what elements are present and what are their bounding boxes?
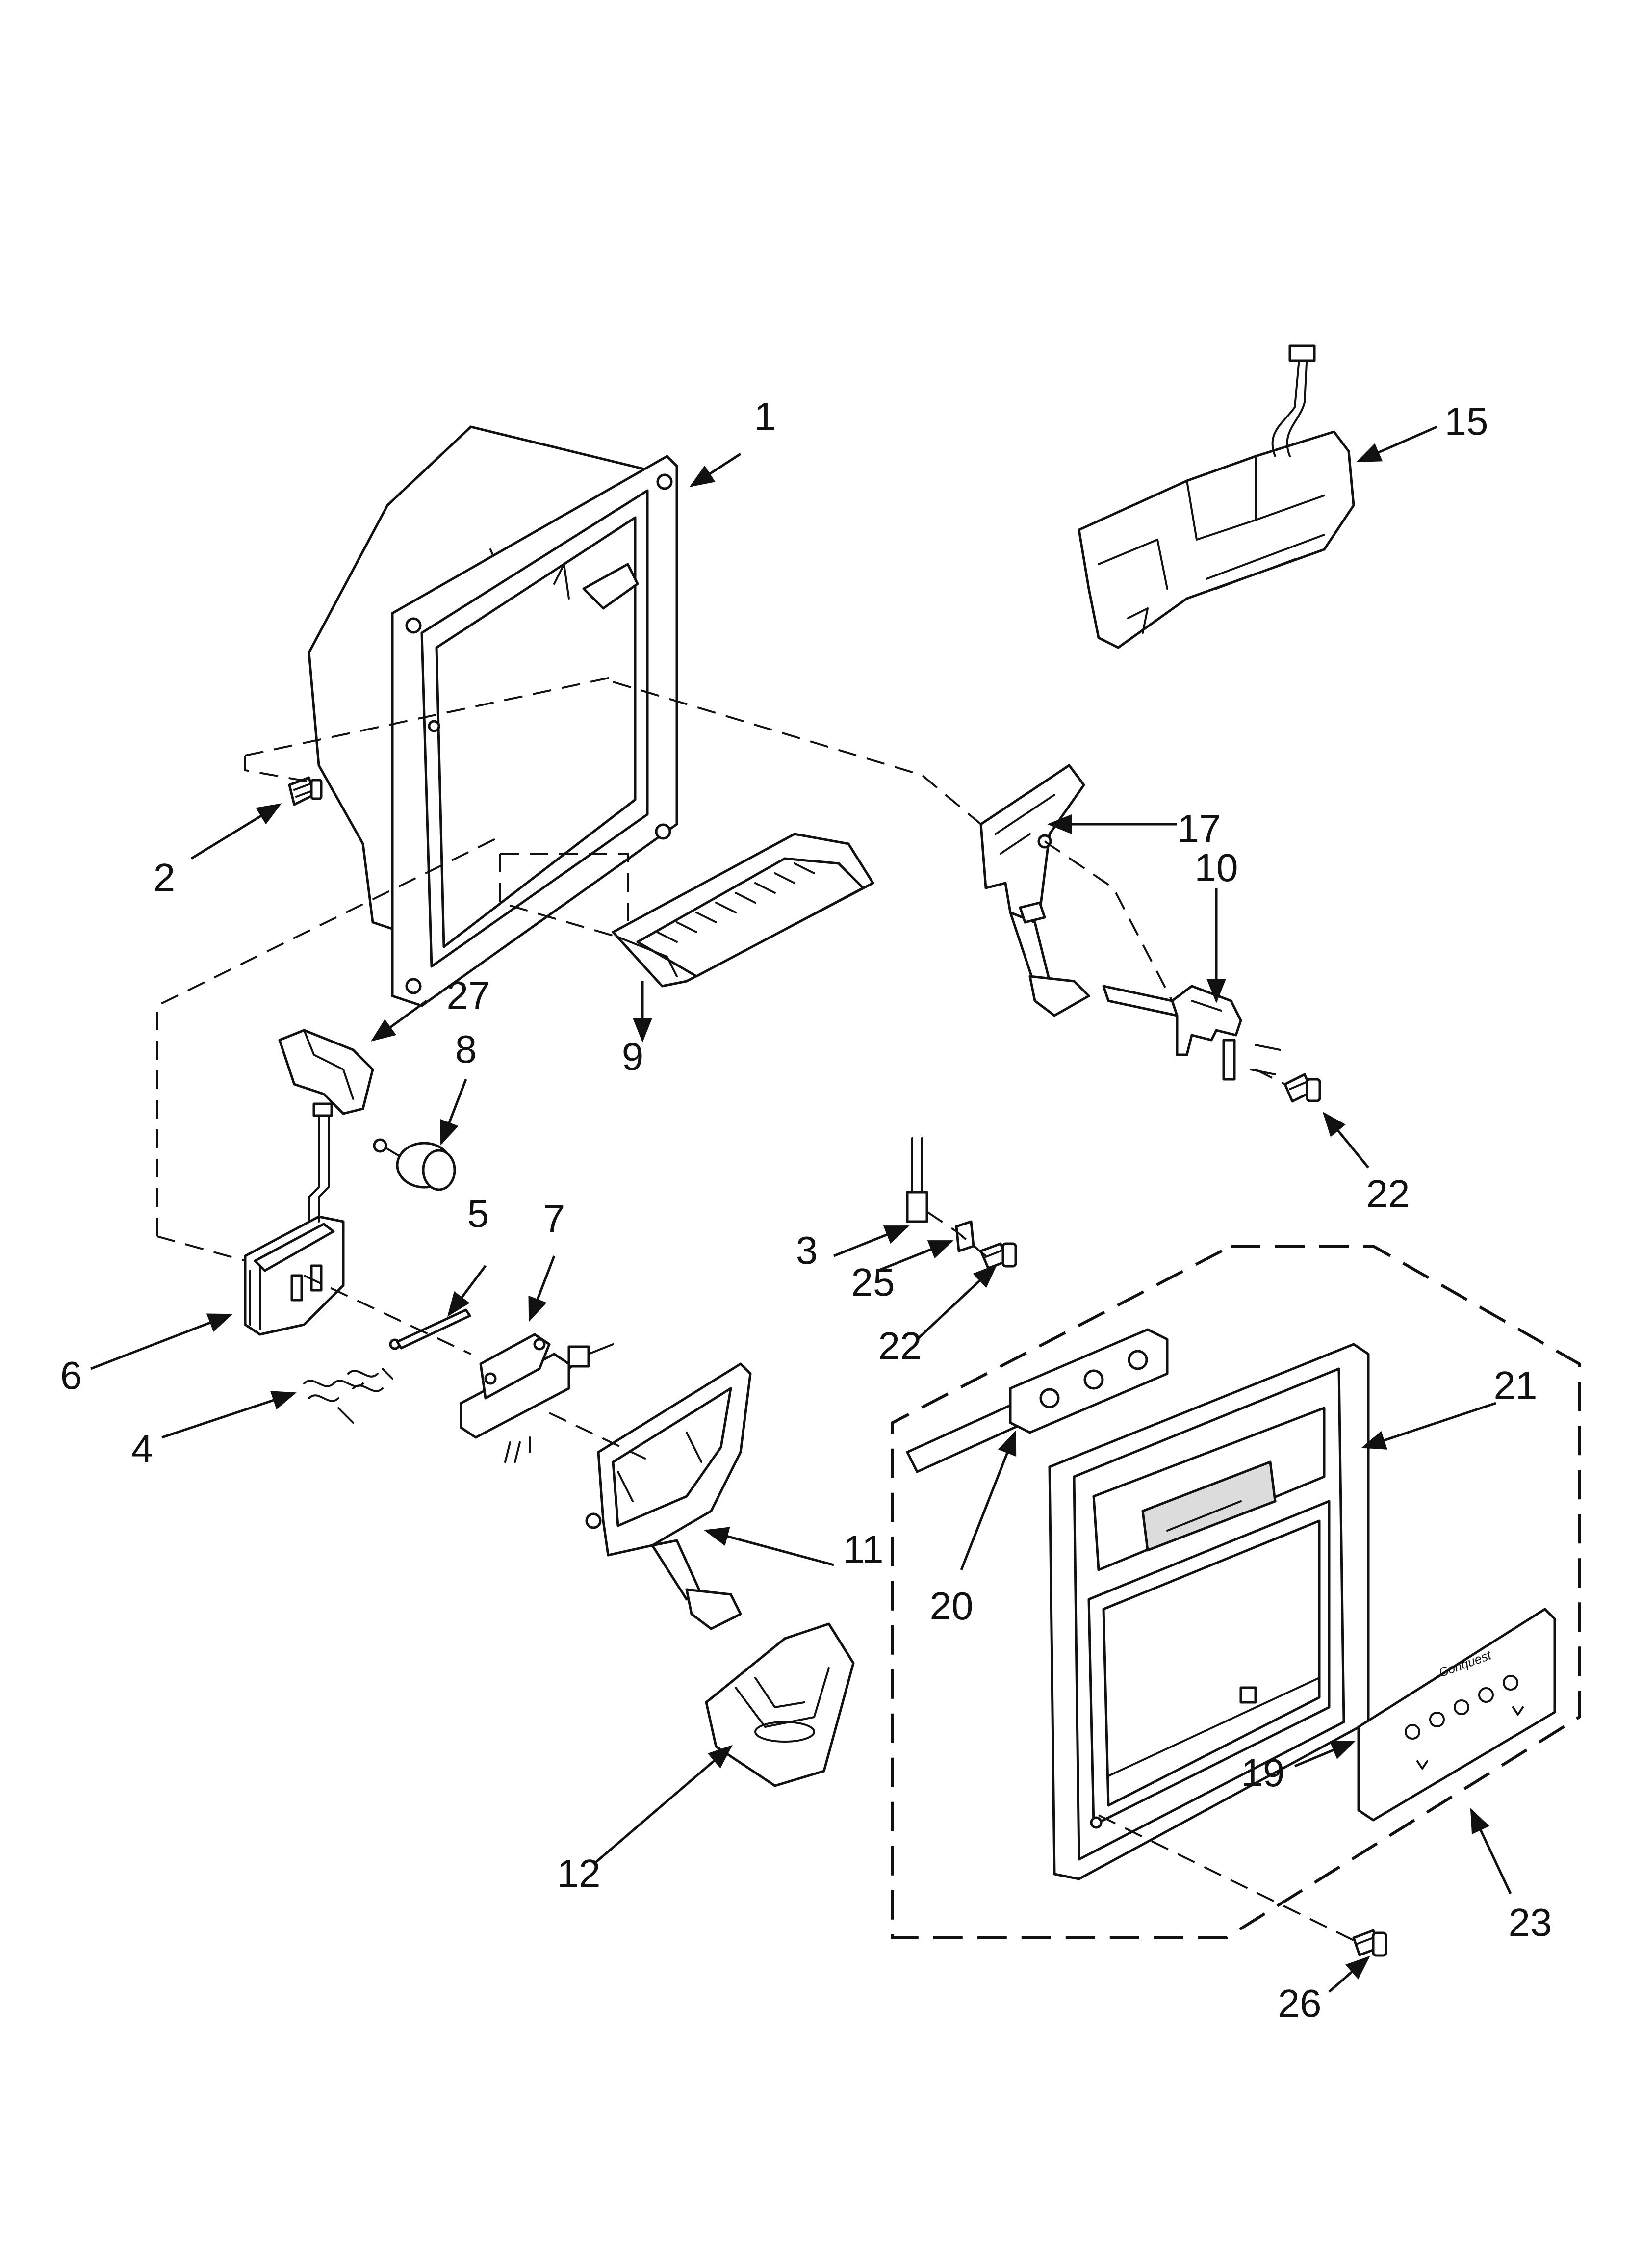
callout-21: 21 [1494, 1363, 1538, 1407]
callout-2: 2 [154, 856, 176, 899]
clip-27 [278, 1029, 374, 1115]
callout-9: 9 [622, 1035, 644, 1078]
control-housing [1078, 344, 1355, 649]
callout-5: 5 [467, 1192, 489, 1235]
clip-25 [955, 1220, 975, 1252]
dispenser-housing [308, 425, 678, 1007]
callout-22-upper: 22 [1366, 1172, 1410, 1216]
switch-module-6 [244, 1102, 345, 1336]
callout-11: 11 [843, 1528, 883, 1571]
callout-6: 6 [60, 1354, 82, 1397]
assembly-boundary-23 [891, 1245, 1581, 1939]
front-bezel-21 [1048, 1343, 1370, 1880]
control-board-20 [906, 1328, 1169, 1473]
overlay-panel-19: Conquest [1357, 1608, 1556, 1822]
callout-22-middle: 22 [878, 1324, 922, 1368]
screw-22-middle [979, 1242, 1017, 1270]
screw-22-upper [1283, 1073, 1321, 1103]
callout-8: 8 [455, 1027, 477, 1071]
ice-door-11 [585, 1362, 752, 1630]
callout-7: 7 [543, 1197, 565, 1240]
deflector [612, 833, 874, 988]
callout-23: 23 [1509, 1901, 1552, 1944]
spring-4 [303, 1368, 393, 1424]
spring-clip-3 [906, 1137, 928, 1223]
screw-26 [1352, 1929, 1387, 1957]
callout-4: 4 [131, 1427, 154, 1471]
chute-12 [705, 1622, 855, 1787]
callout-1: 1 [754, 394, 776, 438]
callout-3: 3 [796, 1228, 818, 1272]
callout-19: 19 [1241, 1751, 1285, 1795]
lever-arm [1102, 985, 1281, 1081]
callout-25: 25 [851, 1260, 895, 1304]
screw-2 [288, 776, 323, 806]
callout-10: 10 [1195, 846, 1238, 889]
actuator-lever [979, 764, 1090, 1017]
callout-labels: 1 2 15 17 10 22 9 27 8 5 7 6 4 11 12 3 2… [60, 394, 1552, 2025]
callout-12: 12 [557, 1851, 601, 1895]
assembly-lines [156, 676, 1359, 1944]
callout-20: 20 [930, 1584, 974, 1628]
callout-26: 26 [1278, 1981, 1322, 2025]
solenoid-bracket-7 [460, 1333, 614, 1463]
callout-27: 27 [447, 973, 490, 1017]
leader-arrows [90, 425, 1512, 1993]
pin-5 [389, 1308, 471, 1350]
callout-17: 17 [1178, 807, 1221, 850]
solenoid-8 [373, 1138, 456, 1191]
callout-15: 15 [1445, 399, 1488, 443]
